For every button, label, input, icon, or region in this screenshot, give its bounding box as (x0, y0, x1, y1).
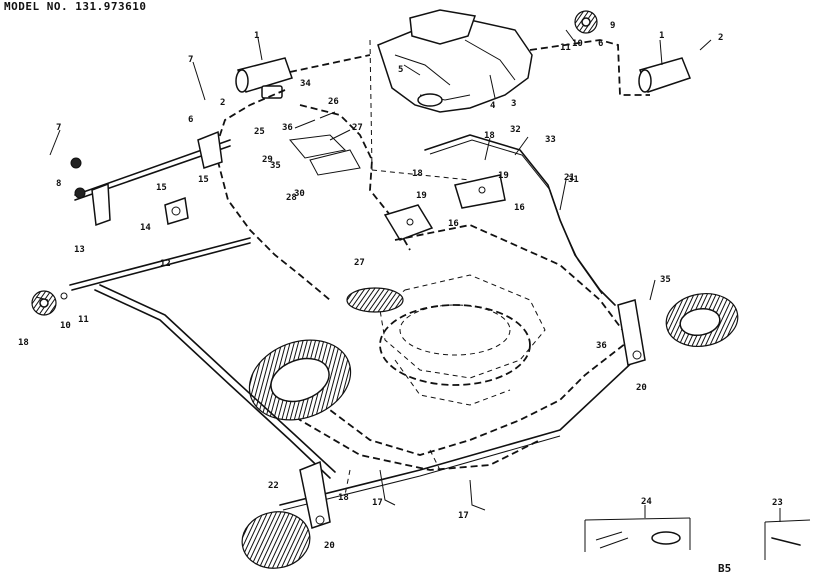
callout-1: 1 (659, 31, 664, 41)
front-wheel-left (241, 511, 311, 569)
callout-19: 19 (416, 191, 427, 201)
handle-knob-left (235, 57, 293, 99)
callout-7: 7 (56, 123, 61, 133)
callout-35: 35 (660, 275, 671, 285)
callout-2: 2 (718, 33, 723, 43)
callout-12: 12 (160, 259, 171, 269)
front-axle (94, 284, 641, 511)
inset-detail-23 (764, 508, 811, 560)
page-code: B5 (718, 562, 732, 575)
callout-21: 21 (564, 173, 575, 183)
left-bracket-upper (70, 130, 223, 227)
model-number-title: MODEL NO. 131.973610 (4, 0, 147, 13)
callout-11: 11 (78, 315, 89, 325)
callout-2: 2 (220, 98, 225, 108)
callout-30: 30 (294, 189, 305, 199)
callout-22: 22 (268, 481, 279, 491)
callout-4: 4 (490, 101, 496, 111)
wheel-bracket-right (617, 299, 646, 366)
upper-right-gear (574, 10, 598, 34)
callout-11: 11 (560, 43, 571, 53)
callout-18: 18 (412, 169, 423, 179)
leader-lines (35, 29, 712, 301)
engine (346, 287, 531, 406)
engine-shroud (377, 9, 533, 113)
callout-29: 29 (262, 155, 273, 165)
callout-24: 24 (641, 497, 652, 507)
front-supports (344, 449, 486, 511)
callout-3: 3 (511, 99, 516, 109)
callout-17: 17 (458, 511, 469, 521)
callout-10: 10 (572, 39, 583, 49)
callout-15: 15 (198, 175, 209, 185)
callout-16: 16 (448, 219, 459, 229)
callout-8: 8 (56, 179, 61, 189)
inset-detail-24 (584, 505, 691, 552)
callout-27: 27 (354, 258, 365, 268)
callout-32: 32 (510, 125, 521, 135)
callout-27: 27 (352, 123, 363, 133)
callout-5: 5 (398, 65, 403, 75)
callout-19: 19 (498, 171, 509, 181)
callout-31: 31 (568, 175, 579, 185)
wheel-bracket-left (299, 460, 331, 529)
middle-bracket (383, 174, 506, 241)
callout-36: 36 (282, 123, 293, 133)
handle-knob-right (638, 57, 691, 93)
callout-20: 20 (324, 541, 335, 551)
callout-36: 36 (596, 341, 607, 351)
callout-35: 35 (270, 161, 281, 171)
callout-7: 7 (188, 55, 193, 65)
callout-26: 26 (328, 97, 339, 107)
height-adjuster (164, 196, 189, 225)
callout-6: 6 (598, 39, 603, 49)
callout-17: 17 (372, 498, 383, 508)
callout-15: 15 (156, 183, 167, 193)
linkage-assembly (289, 111, 361, 176)
left-rear-gear (31, 290, 68, 316)
control-cable (424, 134, 616, 306)
callout-labels: 1 1 2 2 3 4 5 6 6 7 7 8 9 10 10 11 11 12… (18, 21, 783, 551)
callout-18: 18 (484, 131, 495, 141)
callout-16: 16 (514, 203, 525, 213)
callout-28: 28 (286, 193, 297, 203)
callout-18: 18 (338, 493, 349, 503)
callout-10: 10 (60, 321, 71, 331)
callout-14: 14 (140, 223, 151, 233)
callout-18: 18 (18, 338, 29, 348)
callout-1: 1 (254, 31, 259, 41)
callout-13: 13 (74, 245, 85, 255)
callout-23: 23 (772, 498, 783, 508)
callout-34: 34 (300, 79, 311, 89)
callout-25: 25 (254, 127, 265, 137)
callout-33: 33 (545, 135, 556, 145)
rear-wheel-left (248, 339, 352, 421)
callout-6: 6 (188, 115, 193, 125)
callout-9: 9 (610, 21, 615, 31)
front-wheel-right (665, 293, 739, 347)
callout-20: 20 (636, 383, 647, 393)
